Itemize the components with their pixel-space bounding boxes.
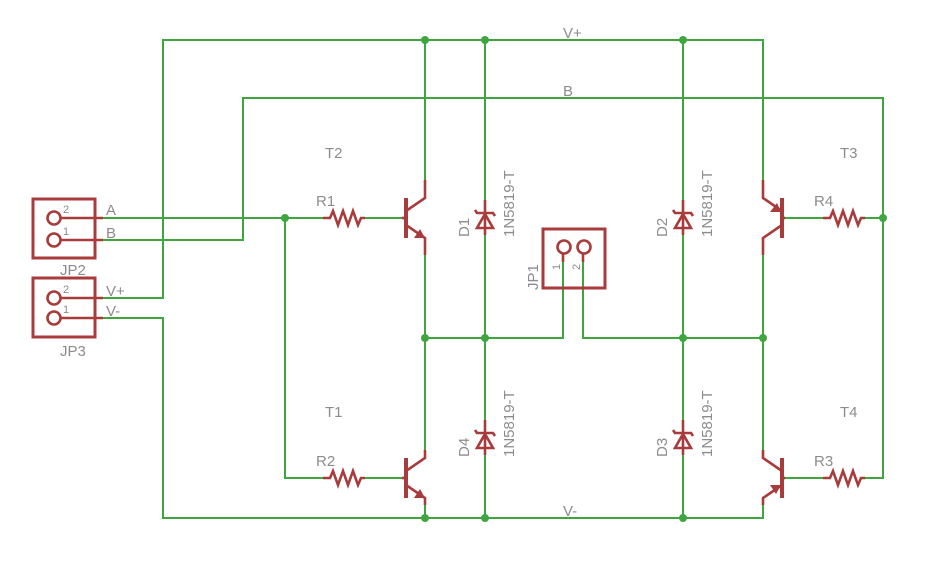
diode-d1: D1 1N5819-T	[456, 170, 518, 237]
junction-dot	[679, 36, 687, 44]
resistor-name: R2	[316, 453, 335, 470]
diode-cathode	[473, 209, 497, 217]
junction-dot	[281, 214, 289, 222]
junction-dot	[679, 514, 687, 522]
connector-name: JP3	[60, 343, 86, 360]
vplus-rail	[103, 39, 764, 299]
diode-cathode	[473, 429, 497, 437]
diode-value: 1N5819-T	[501, 390, 518, 457]
right-mid-node	[582, 262, 763, 339]
pin-number: 1	[63, 226, 69, 238]
connector-body	[31, 197, 97, 260]
pin-number: 1	[551, 264, 563, 270]
resistor-r3: R3	[814, 453, 865, 489]
junction-dot	[421, 36, 429, 44]
connector-jp1: 1 2 JP1	[525, 227, 607, 290]
diode-name: D3	[654, 438, 671, 457]
transistor-name: T1	[325, 404, 343, 421]
collector	[761, 223, 783, 255]
pin-hole	[576, 239, 592, 255]
collector	[405, 450, 427, 473]
emitter-arrow	[414, 229, 425, 238]
pin-number: 2	[63, 284, 69, 296]
junctions	[281, 36, 887, 522]
connector-jp3: 2 1 V+ V- JP3	[31, 276, 125, 360]
b-net	[103, 97, 884, 479]
pin-number: 2	[63, 204, 69, 216]
connector-jp2: 2 1 A B JP2	[31, 197, 116, 279]
wire-a-r2	[284, 218, 323, 479]
transistor-name: T4	[840, 404, 858, 421]
signal-label: V+	[106, 283, 125, 300]
resistor-symbol	[823, 207, 865, 229]
diode-cathode	[671, 429, 695, 437]
connector-body	[31, 276, 97, 339]
signal-label: B	[106, 225, 116, 242]
signal-label: A	[106, 202, 116, 219]
vminus-rail	[103, 317, 764, 519]
pin-number: 1	[63, 304, 69, 316]
resistor-name: R3	[814, 453, 833, 470]
diode-value: 1N5819-T	[501, 170, 518, 237]
emitter-arrow	[770, 203, 781, 212]
transistor-name: T3	[840, 145, 858, 162]
junction-dot	[481, 334, 489, 342]
diode-name: D2	[654, 218, 671, 237]
resistor-symbol	[823, 467, 865, 489]
resistor-r2: R2	[316, 453, 365, 489]
junction-dot	[421, 514, 429, 522]
diode-cathode	[671, 209, 695, 217]
connector-name: JP2	[60, 262, 86, 279]
diode-name: D4	[456, 438, 473, 457]
pin-hole	[46, 210, 62, 226]
junction-dot	[421, 334, 429, 342]
diode-triangle	[672, 431, 694, 450]
collector	[405, 180, 427, 213]
junction-dot	[481, 514, 489, 522]
junction-dot	[481, 36, 489, 44]
emitter	[761, 180, 783, 213]
diode-name: D1	[456, 218, 473, 237]
transistor-name: T2	[325, 145, 343, 162]
diode-d3: D3 1N5819-T	[654, 390, 716, 457]
junction-dot	[879, 214, 887, 222]
transistor-t2: T2	[325, 145, 427, 255]
transistor-t4: T4	[761, 404, 858, 505]
collector	[761, 450, 783, 473]
resistor-r1: R1	[316, 193, 365, 229]
wires	[103, 39, 884, 519]
net-label-vplus: V+	[563, 25, 582, 42]
transistor-t3: T3	[761, 145, 858, 255]
resistor-symbol	[323, 467, 365, 489]
diode-triangle	[474, 431, 496, 450]
junction-dot	[759, 334, 767, 342]
resistor-symbol	[323, 207, 365, 229]
connector-name: JP1	[525, 264, 542, 290]
emitter	[405, 223, 427, 255]
junction-dot	[679, 334, 687, 342]
emitter-arrow	[414, 489, 425, 498]
connector-body	[541, 227, 607, 290]
diode-value: 1N5819-T	[699, 390, 716, 457]
emitter-arrow	[770, 485, 781, 494]
resistor-name: R4	[814, 193, 833, 210]
pin-hole	[46, 232, 62, 248]
net-label-vminus: V-	[563, 503, 577, 520]
diode-d2: D2 1N5819-T	[654, 170, 716, 237]
diode-value: 1N5819-T	[699, 170, 716, 237]
diode-d4: D4 1N5819-T	[456, 390, 518, 457]
pin-hole	[556, 239, 572, 255]
pin-hole	[46, 290, 62, 306]
pin-hole	[46, 310, 62, 326]
resistor-name: R1	[316, 193, 335, 210]
pin-number: 2	[571, 264, 583, 270]
signal-label: V-	[106, 303, 120, 320]
diode-triangle	[474, 211, 496, 230]
net-label-b: B	[563, 83, 573, 100]
resistor-r4: R4	[814, 193, 865, 229]
transistor-t1: T1	[325, 404, 427, 505]
diode-triangle	[672, 211, 694, 230]
